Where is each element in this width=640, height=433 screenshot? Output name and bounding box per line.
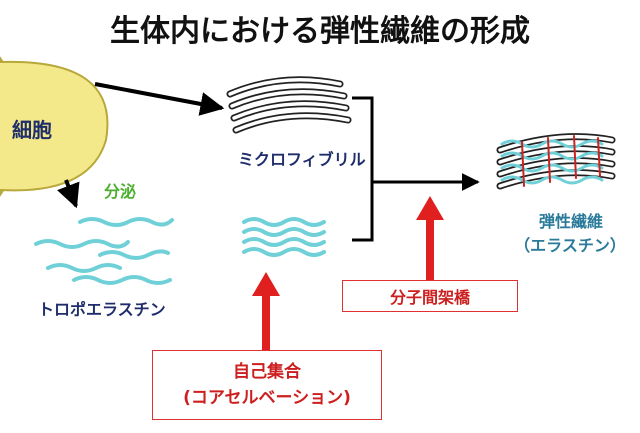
diagram-title: 生体内における弾性繊維の形成 — [110, 14, 530, 49]
coacervate-waves — [242, 217, 326, 257]
elastic-fiber — [496, 133, 616, 190]
red-arrows — [252, 196, 444, 352]
microfibril-bundle — [226, 76, 352, 134]
coacervation-label: (コアセルベーション) — [183, 388, 351, 408]
elastic-fiber-label: 弾性繊維 — [538, 212, 603, 231]
crosslink-box: 分子間架橋 — [342, 280, 518, 312]
secretion-arrow — [57, 179, 80, 209]
elastin-label: （エラスチン） — [514, 236, 626, 255]
cell-to-microfibril-arrow — [94, 82, 225, 116]
secretion-label: 分泌 — [104, 182, 137, 201]
crosslink-label: 分子間架橋 — [389, 288, 470, 307]
cell-label: 細胞 — [12, 118, 52, 142]
microfibril-label: ミクロフィブリル — [238, 150, 366, 169]
tropoelastin-waves — [34, 217, 174, 285]
tropoelastin-label: トロポエラスチン — [38, 300, 166, 319]
merge-bracket — [352, 96, 374, 242]
self-assembly-label: 自己集合 — [233, 362, 301, 382]
self-assembly-box: 自己集合 (コアセルベーション) — [152, 350, 382, 420]
